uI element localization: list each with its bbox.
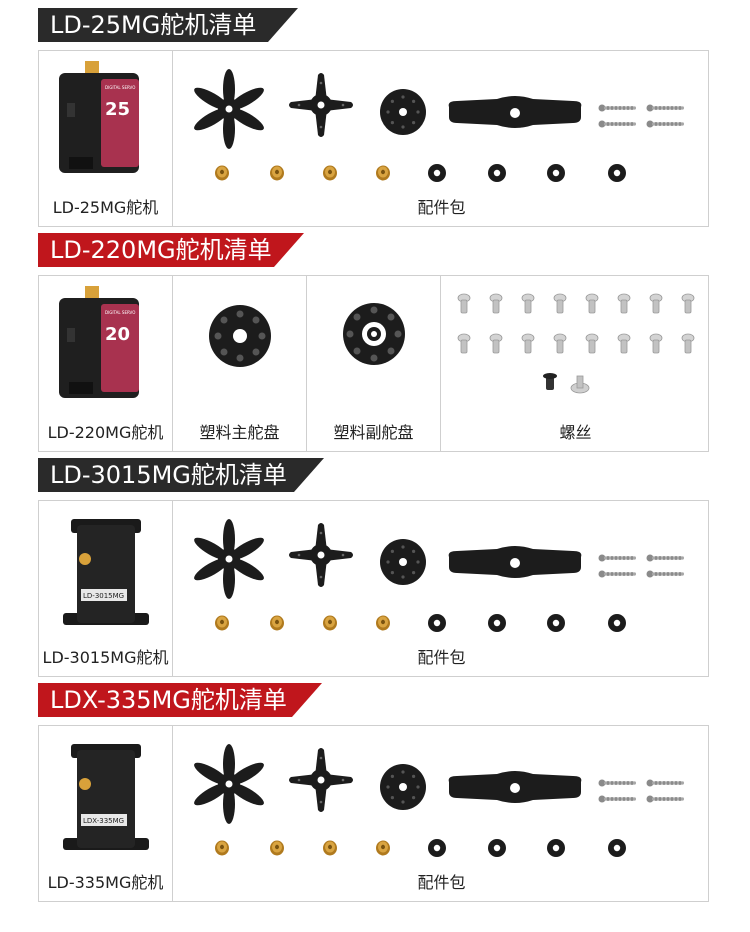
sub-disc-cell: 塑料副舵盘	[307, 276, 441, 451]
parts-table: LDX-335MG LD-335MG舵机 配件包	[38, 725, 709, 902]
servo-small-text: DIGITAL SERVO	[105, 85, 135, 90]
servo-small-text: DIGITAL SERVO	[105, 310, 135, 315]
servo-label: LD-25MG舵机	[52, 198, 159, 217]
parts-table: DIGITAL SERVO 20 LD-220MG舵机 塑料主舵盘	[38, 275, 709, 452]
accessories-image	[0, 683, 750, 903]
servo-cell: LD-3015MG LD-3015MG舵机	[39, 501, 173, 676]
section-title: LD-25MG舵机清单	[38, 8, 298, 42]
servo-badge: 25	[105, 99, 130, 120]
section-ld25mg: LD-25MG舵机清单 DIGITAL SERVO 25 LD-25MG舵机 配…	[0, 8, 750, 228]
servo-label: LD-335MG舵机	[47, 873, 164, 892]
accessories-label: 配件包	[417, 648, 466, 667]
servo-image: LD-3015MG	[63, 519, 149, 625]
section-title: LD-3015MG舵机清单	[38, 458, 324, 492]
accessories-label: 配件包	[417, 873, 466, 892]
servo-label: LD-220MG舵机	[47, 423, 164, 442]
servo-image: DIGITAL SERVO 20	[59, 286, 139, 398]
section-ldx335mg: LDX-335MG舵机清单 LDX-335MG LD-335MG舵机 配件包	[0, 683, 750, 903]
sub-disc-image	[343, 303, 405, 365]
accessories-label: 配件包	[417, 198, 466, 217]
servo-cell: DIGITAL SERVO 20 LD-220MG舵机	[39, 276, 173, 451]
accessories-image	[0, 458, 750, 678]
servo-tag-text: LDX-335MG	[83, 817, 124, 825]
servo-cell: DIGITAL SERVO 25 LD-25MG舵机	[39, 51, 173, 226]
section-title: LDX-335MG舵机清单	[38, 683, 322, 717]
screws-label: 螺丝	[559, 423, 592, 442]
accessories-cell: 配件包	[173, 51, 710, 226]
main-disc-label: 塑料主舵盘	[199, 423, 280, 442]
servo-cell: LDX-335MG LD-335MG舵机	[39, 726, 173, 901]
parts-table: LD-3015MG LD-3015MG舵机 配件包	[38, 500, 709, 677]
servo-tag-text: LD-3015MG	[83, 592, 124, 600]
servo-badge: 20	[105, 324, 130, 345]
sub-disc-label: 塑料副舵盘	[333, 423, 414, 442]
accessories-cell: 配件包	[173, 501, 710, 676]
servo-image: DIGITAL SERVO 25	[59, 61, 139, 173]
screws-cell: 螺丝	[441, 276, 710, 451]
servo-label: LD-3015MG舵机	[42, 648, 169, 667]
parts-table: DIGITAL SERVO 25 LD-25MG舵机 配件包	[38, 50, 709, 227]
screws-image	[457, 293, 695, 394]
servo-image: LDX-335MG	[63, 744, 149, 850]
main-disc-cell: 塑料主舵盘	[173, 276, 307, 451]
section-title: LD-220MG舵机清单	[38, 233, 304, 267]
accessories-image	[0, 8, 750, 228]
main-disc-image	[209, 305, 271, 367]
accessories-cell: 配件包	[173, 726, 710, 901]
section-ld220mg: LD-220MG舵机清单 DIGITAL SERVO 20 LD-220MG舵机	[0, 233, 750, 453]
section-ld3015mg: LD-3015MG舵机清单 LD-3015MG LD-3015MG舵机 配件包	[0, 458, 750, 678]
